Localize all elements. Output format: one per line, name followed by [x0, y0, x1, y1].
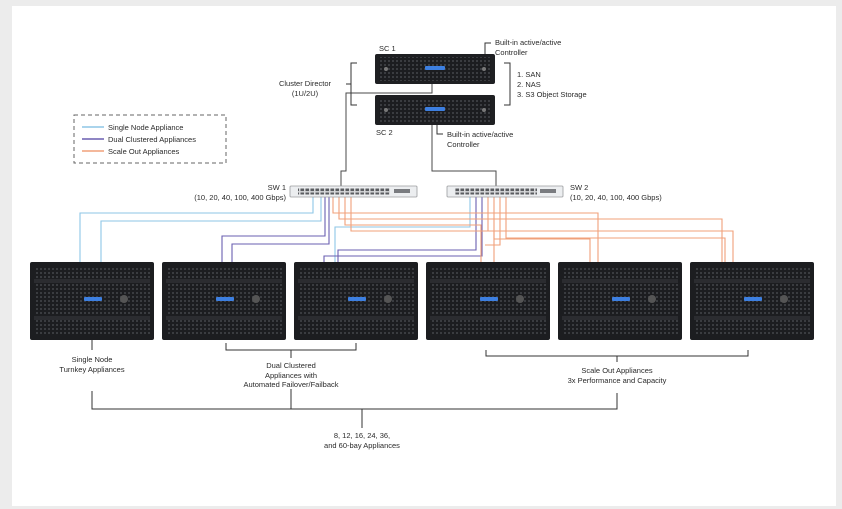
- legend-dual-label: Dual Clustered Appliances: [108, 135, 196, 144]
- single-node-links: [79, 196, 471, 262]
- sw1-speeds: (10, 20, 40, 100, 400 Gbps): [194, 192, 286, 202]
- builtin-label-1: Built-in active/active Controller: [495, 38, 561, 57]
- dual-line2: Appliances with: [264, 370, 318, 380]
- protocol-san: 1. SAN: [517, 70, 541, 79]
- bays-line1: 8, 12, 16, 24, 36,: [333, 431, 391, 440]
- legend-single-label: Single Node Appliance: [108, 123, 184, 132]
- dual-clustered-links: [221, 196, 483, 262]
- scale-line1: Scale Out Appliances: [581, 366, 653, 375]
- protocol-nas: 2. NAS: [517, 80, 541, 89]
- sw2-label: SW 2 (10, 20, 40, 100, 400 Gbps): [570, 183, 662, 202]
- dual-clustered-group-label: Dual Clustered Appliances with Automated…: [236, 361, 346, 390]
- builtin-leaders: [436, 42, 491, 135]
- dual-line3: Automated Failover/Failback: [243, 380, 339, 389]
- single-node-line2: Turnkey Appliances: [59, 364, 125, 374]
- scale-out-group-label: Scale Out Appliances 3x Performance and …: [557, 366, 677, 385]
- appliance-1: [30, 262, 154, 340]
- group-brackets: [91, 340, 749, 428]
- appliance-4: [426, 262, 550, 340]
- protocol-s3: 3. S3 Object Storage: [517, 90, 587, 99]
- storage-controller-sc1: [375, 54, 495, 84]
- cluster-director-label: Cluster Director (1U/2U): [270, 79, 340, 98]
- sw2-name: SW 2: [570, 183, 589, 192]
- sw1-name: SW 1: [267, 183, 286, 192]
- dual-line1: Dual Clustered: [266, 361, 316, 370]
- switch-sw1: [289, 185, 418, 198]
- appliance-6: [690, 262, 814, 340]
- sw2-speeds: (10, 20, 40, 100, 400 Gbps): [570, 192, 662, 202]
- storage-controller-sc2: [375, 95, 495, 125]
- bay-options-label: 8, 12, 16, 24, 36, and 60-bay Appliances: [302, 431, 422, 450]
- single-node-group-label: Single Node Turnkey Appliances: [42, 355, 142, 374]
- appliance-2: [162, 262, 286, 340]
- bays-line2: and 60-bay Appliances: [324, 440, 400, 450]
- appliance-3: [294, 262, 418, 340]
- sc2-label: SC 2: [376, 128, 393, 137]
- protocols-bracket: [504, 62, 511, 106]
- legend-box: [73, 114, 227, 164]
- appliance-5: [558, 262, 682, 340]
- cluster-director-line1: Cluster Director: [278, 79, 332, 88]
- controller-links: [340, 84, 497, 186]
- scale-out-links: [332, 196, 734, 262]
- sw1-label: SW 1 (10, 20, 40, 100, 400 Gbps): [168, 183, 286, 202]
- switch-sw2: [446, 185, 564, 198]
- cluster-director-line2: (1U/2U): [291, 88, 319, 98]
- protocol-list: 1. SAN 2. NAS 3. S3 Object Storage: [517, 70, 587, 100]
- single-node-line1: Single Node: [71, 355, 113, 364]
- builtin-label-2: Built-in active/active Controller: [447, 130, 513, 149]
- builtin-label-2-line1: Built-in active/active: [447, 130, 514, 139]
- sc1-label: SC 1: [379, 44, 396, 53]
- scale-line2: 3x Performance and Capacity: [567, 375, 667, 385]
- cluster-director-bracket: [346, 62, 357, 106]
- builtin-label-1-line2: Controller: [495, 47, 528, 57]
- legend-scale-label: Scale Out Appliances: [108, 147, 180, 156]
- builtin-label-1-line1: Built-in active/active: [495, 38, 562, 47]
- builtin-label-2-line2: Controller: [447, 139, 480, 149]
